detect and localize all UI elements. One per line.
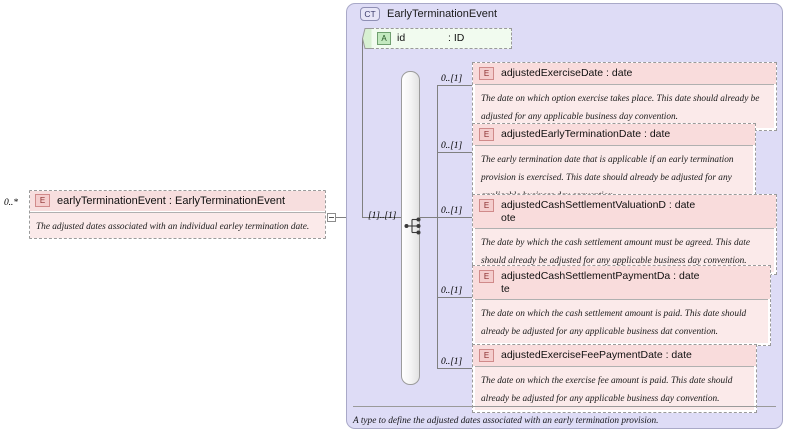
collapse-toggle-icon[interactable]: [327, 213, 336, 222]
attribute-name: id: [397, 32, 406, 44]
connector-branch-5: [437, 368, 473, 369]
child-element-header: E adjustedEarlyTerminationDate : date: [473, 124, 755, 145]
complex-type-badge-icon: CT: [360, 7, 380, 21]
attribute-badge-icon: A: [377, 32, 391, 45]
sequence-cardinality-label: [1]..[1]: [368, 211, 397, 221]
element-badge-icon: E: [479, 270, 494, 283]
attribute-type: : ID: [448, 32, 465, 44]
child-element-box-adjusted-exercise-fee-payment-date[interactable]: E adjustedExerciseFeePaymentDate : date …: [472, 344, 757, 413]
child-element-name: adjustedEarlyTerminationDate : date: [501, 128, 671, 140]
child-element-description-text: The date on which the cash settlement am…: [481, 309, 747, 337]
element-name: earlyTerminationEvent : EarlyTermination…: [57, 194, 286, 207]
element-description-text: The adjusted dates associated with an in…: [36, 222, 310, 232]
complex-type-footer-text: A type to define the adjusted dates asso…: [353, 416, 659, 426]
child-cardinality-label-2: 0..[1]: [441, 141, 463, 151]
child-cardinality-label-1: 0..[1]: [441, 74, 463, 84]
element-description: The adjusted dates associated with an in…: [30, 212, 325, 238]
child-element-box-adjusted-cash-settlement-valuation-date[interactable]: E adjustedCashSettlementValuationD : dat…: [472, 194, 777, 275]
child-element-name: adjustedExerciseDate : date: [501, 67, 633, 79]
element-header: E earlyTerminationEvent : EarlyTerminati…: [30, 191, 325, 212]
connector-sequence-to-spine: [420, 217, 438, 218]
connector-trunk-vertical: [362, 38, 363, 218]
child-element-description: The date on which the cash settlement am…: [475, 299, 768, 343]
child-element-description-text: The date on which option exercise takes …: [481, 94, 760, 122]
child-element-name: adjustedCashSettlementValuationD : date …: [501, 199, 696, 224]
complex-type-title: CT EarlyTerminationEvent: [360, 7, 497, 21]
child-element-box-adjusted-exercise-date[interactable]: E adjustedExerciseDate : date The date o…: [472, 62, 777, 131]
connector-branch-4: [437, 297, 473, 298]
element-box-early-termination-event[interactable]: E earlyTerminationEvent : EarlyTerminati…: [29, 190, 326, 239]
element-badge-icon: E: [479, 67, 494, 80]
connector-trunk-to-sequence: [362, 217, 404, 218]
element-badge-icon: E: [35, 194, 50, 207]
child-element-header: E adjustedExerciseFeePaymentDate : date: [473, 345, 756, 366]
connector-branch-2: [437, 152, 473, 153]
child-cardinality-label-3: 0..[1]: [441, 206, 463, 216]
element-badge-icon: E: [479, 128, 494, 141]
sequence-compositor-bar[interactable]: [401, 71, 420, 385]
child-element-description: The date by which the cash settlement am…: [475, 228, 774, 272]
attribute-box-id[interactable]: [371, 28, 512, 49]
attribute-pointer-shape: [362, 28, 372, 49]
connector-branch-spine-lower: [437, 217, 438, 368]
child-element-description-text: The date on which the exercise fee amoun…: [481, 376, 733, 404]
connector-branch-1: [437, 85, 473, 86]
child-element-description: The date on which option exercise takes …: [475, 84, 774, 128]
child-element-name: adjustedExerciseFeePaymentDate : date: [501, 349, 692, 361]
child-element-description-text: The date by which the cash settlement am…: [481, 238, 750, 266]
child-cardinality-label-5: 0..[1]: [441, 357, 463, 367]
child-element-header: E adjustedCashSettlementPaymentDa : date…: [473, 266, 770, 299]
connector-branch-spine-upper: [437, 85, 438, 217]
element-badge-icon: E: [479, 199, 494, 212]
element-badge-icon: E: [479, 349, 494, 362]
child-element-name: adjustedCashSettlementPaymentDa : date t…: [501, 270, 700, 295]
child-element-header: E adjustedCashSettlementValuationD : dat…: [473, 195, 776, 228]
complex-type-name: EarlyTerminationEvent: [387, 8, 498, 20]
child-cardinality-label-4: 0..[1]: [441, 286, 463, 296]
child-element-header: E adjustedExerciseDate : date: [473, 63, 776, 84]
child-element-description: The date on which the exercise fee amoun…: [475, 366, 754, 410]
complex-type-footer: A type to define the adjusted dates asso…: [353, 406, 776, 428]
connector-branch-3: [437, 217, 473, 218]
sequence-icon: [404, 217, 424, 235]
root-cardinality-label: 0..*: [4, 198, 18, 208]
child-element-box-adjusted-cash-settlement-payment-date[interactable]: E adjustedCashSettlementPaymentDa : date…: [472, 265, 771, 346]
